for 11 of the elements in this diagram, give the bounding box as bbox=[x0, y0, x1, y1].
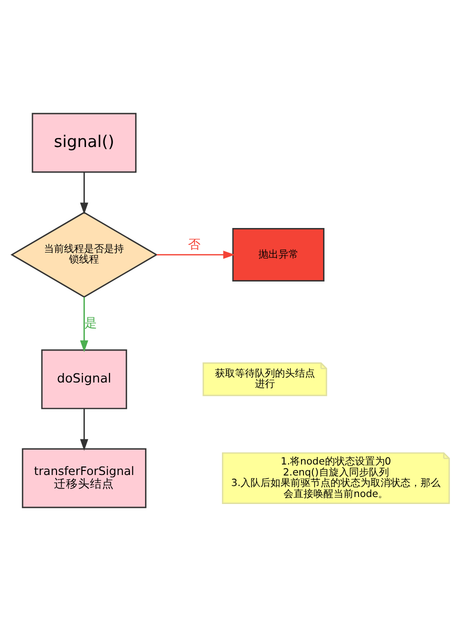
node-box: 抛出异常 bbox=[232, 228, 324, 281]
node-diamond: 当前线程是否是持锁线程 bbox=[10, 211, 158, 298]
node-box: signal() bbox=[32, 112, 137, 172]
arrow bbox=[80, 408, 88, 450]
arrow bbox=[80, 172, 88, 214]
node-box: transferForSignal 迁移头结点 bbox=[22, 448, 146, 508]
edge-label: 否 bbox=[188, 236, 202, 252]
arrow bbox=[156, 250, 235, 258]
edge-label: 是 bbox=[84, 314, 98, 330]
arrow bbox=[80, 296, 88, 352]
node-box: doSignal bbox=[41, 348, 128, 409]
